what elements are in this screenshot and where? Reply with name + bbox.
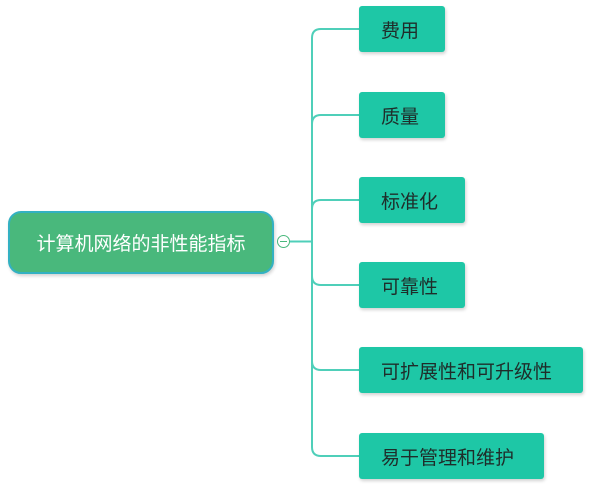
subtopic-manageability-maintainability[interactable]: 易于管理和维护 bbox=[359, 433, 544, 479]
root-topic[interactable]: 计算机网络的非性能指标 bbox=[8, 211, 274, 274]
branch-connector-4 bbox=[311, 241, 359, 286]
subtopic-label: 可靠性 bbox=[381, 275, 439, 298]
collapse-toggle-icon[interactable] bbox=[277, 235, 290, 248]
root-topic-label: 计算机网络的非性能指标 bbox=[36, 233, 246, 255]
branch-connector-5 bbox=[311, 241, 359, 371]
subtopic-label: 质量 bbox=[381, 105, 420, 128]
subtopic-label: 易于管理和维护 bbox=[381, 446, 515, 469]
subtopic-cost[interactable]: 费用 bbox=[359, 6, 445, 52]
subtopic-standardization[interactable]: 标准化 bbox=[359, 177, 465, 223]
subtopic-label: 标准化 bbox=[381, 190, 439, 213]
subtopic-label: 费用 bbox=[381, 19, 420, 42]
branch-connector-6 bbox=[311, 241, 359, 457]
subtopic-quality[interactable]: 质量 bbox=[359, 92, 445, 138]
branch-connector-2 bbox=[311, 114, 359, 242]
branch-connector-1 bbox=[311, 28, 359, 242]
subtopic-reliability[interactable]: 可靠性 bbox=[359, 262, 465, 308]
subtopic-label: 可扩展性和可升级性 bbox=[381, 360, 553, 383]
subtopic-scalability-upgradability[interactable]: 可扩展性和可升级性 bbox=[359, 347, 583, 393]
branch-connector-3 bbox=[311, 199, 359, 242]
